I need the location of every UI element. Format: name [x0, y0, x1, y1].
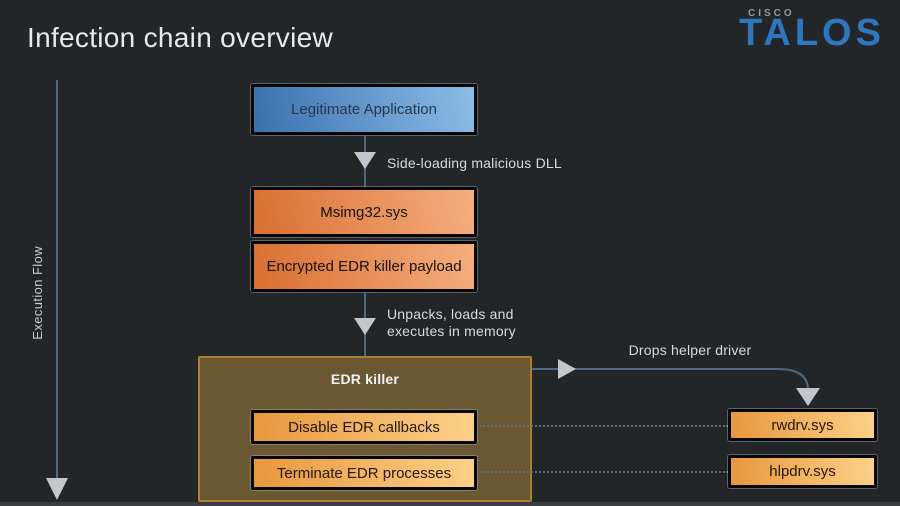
arrow-right-icon	[558, 359, 576, 379]
node-label: Disable EDR callbacks	[288, 418, 440, 436]
node-disable-edr-callbacks: Disable EDR callbacks	[251, 410, 477, 444]
node-label: hlpdrv.sys	[769, 463, 836, 480]
dotted-connector-hlpdrv	[480, 471, 728, 473]
edr-killer-title: EDR killer	[330, 371, 400, 387]
node-label: Terminate EDR processes	[276, 464, 452, 482]
talos-logo: TALOS	[739, 12, 885, 54]
node-msimg32: Msimg32.sys	[251, 187, 477, 237]
node-encrypted-payload: Encrypted EDR killer payload	[251, 241, 477, 292]
arrow-down-icon	[354, 318, 376, 335]
edge-label-line2: executes in memory	[387, 323, 516, 339]
node-label: Msimg32.sys	[320, 203, 408, 221]
node-terminate-edr-processes: Terminate EDR processes	[251, 456, 477, 490]
page-title: Infection chain overview	[27, 22, 334, 53]
edge-label-unpacks: Unpacks, loads and executes in memory	[387, 306, 516, 340]
arrow-down-icon	[46, 478, 68, 500]
arrow-down-icon	[796, 388, 820, 406]
edge-label-side-loading: Side-loading malicious DLL	[387, 155, 562, 171]
execution-flow-line	[56, 80, 58, 478]
edge-label-drops-helper: Drops helper driver	[628, 342, 752, 358]
node-label: Encrypted EDR killer payload	[266, 258, 462, 275]
edge-label-line1: Unpacks, loads and	[387, 306, 514, 322]
node-label: rwdrv.sys	[771, 416, 834, 434]
drops-helper-arrow	[532, 359, 820, 406]
bottom-edge-strip	[0, 502, 900, 506]
node-label: Legitimate Application	[291, 101, 437, 118]
node-rwdrv-sys: rwdrv.sys	[728, 409, 877, 441]
execution-flow-label: Execution Flow	[30, 246, 45, 340]
node-legitimate-application: Legitimate Application	[251, 84, 477, 135]
dotted-connector-rwdrv	[480, 425, 728, 427]
node-hlpdrv-sys: hlpdrv.sys	[728, 455, 877, 488]
cisco-logo: CISCO	[748, 8, 795, 19]
arrow-down-icon	[354, 152, 376, 169]
